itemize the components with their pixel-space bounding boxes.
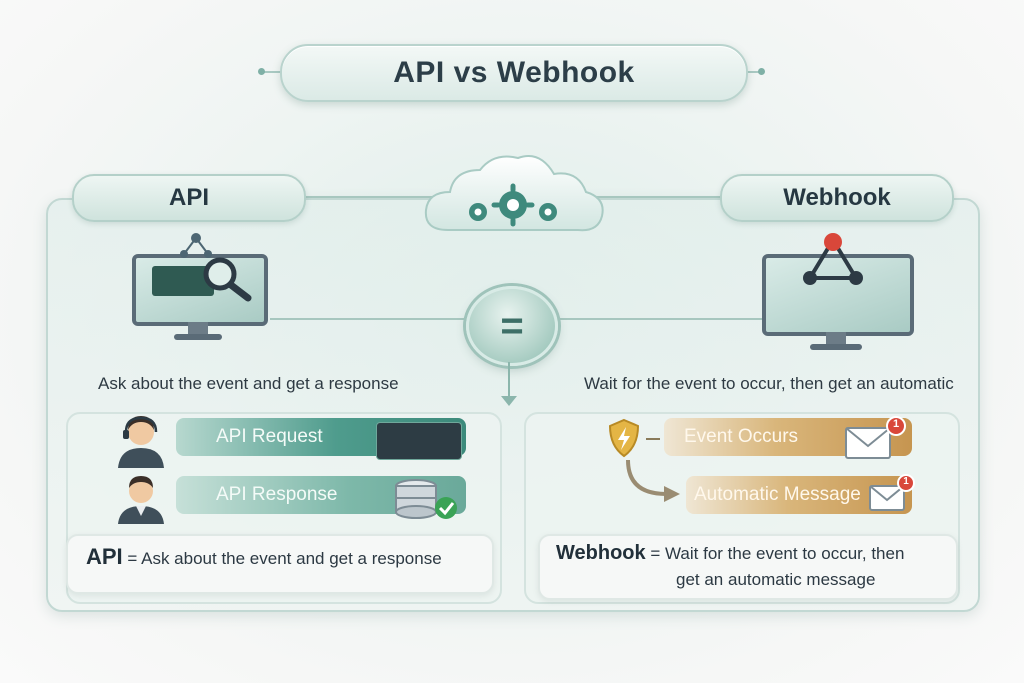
api-monitor-stand — [188, 322, 208, 334]
api-summary-definition: = Ask about the event and get a response — [122, 549, 442, 568]
network-line-left-mid — [270, 318, 466, 320]
shield-dash — [646, 438, 660, 440]
api-summary-box — [66, 534, 494, 594]
api-request-label: API Request — [216, 426, 323, 447]
api-monitor — [132, 254, 268, 346]
webhook-tab-label: Webhook — [783, 184, 891, 211]
webhook-summary-definition-1: = Wait for the event to occur, then — [645, 544, 905, 563]
code-snippet — [376, 422, 462, 460]
shield-lightning-icon — [608, 418, 640, 458]
curved-arrow-icon — [626, 460, 680, 502]
center-connector — [508, 362, 510, 396]
equals-symbol: = — [466, 286, 558, 366]
network-line-left-top — [300, 196, 440, 198]
down-arrow-icon — [501, 396, 517, 406]
webhook-monitor — [762, 254, 922, 354]
api-summary-term: API — [86, 544, 123, 569]
webhook-caption: Wait for the event to occur, then get an… — [584, 374, 954, 393]
envelope-icon — [869, 474, 915, 511]
equals-text: = — [500, 303, 524, 348]
api-tab: API — [72, 174, 306, 222]
automatic-message-label: Automatic Message — [694, 484, 861, 505]
code-window — [152, 266, 214, 296]
webhook-summary: Webhook = Wait for the event to occur, t… — [556, 542, 904, 565]
webhook-summary-box — [538, 534, 958, 600]
api-summary: API = Ask about the event and get a resp… — [86, 544, 442, 570]
database-check-icon — [395, 479, 457, 519]
api-response-label: API Response — [216, 484, 338, 505]
title-line-left — [262, 71, 282, 73]
page-title: API vs Webhook — [393, 56, 635, 89]
webhook-summary-term: Webhook — [556, 542, 646, 564]
event-badge-count: 1 — [892, 418, 900, 430]
operator-avatar-icon — [118, 416, 164, 468]
webhook-summary-definition-2: get an automatic message — [676, 570, 876, 589]
magnifier-icon — [203, 257, 252, 302]
cloud-gears-icon — [424, 155, 604, 232]
webhook-monitor-base — [810, 344, 862, 350]
title-banner: API vs Webhook — [280, 44, 748, 102]
user-avatar-icon — [118, 476, 164, 524]
webhook-monitor-stand — [826, 332, 846, 344]
title-dot-right — [758, 68, 765, 75]
network-line-right-top — [590, 196, 725, 198]
webhook-icon — [803, 233, 863, 285]
network-line-right-mid — [556, 318, 762, 320]
message-badge-count: 1 — [903, 476, 909, 487]
api-monitor-base — [174, 334, 222, 340]
network-node-icon — [180, 233, 212, 258]
api-caption: Ask about the event and get a response — [98, 374, 399, 393]
title-line-right — [742, 71, 764, 73]
envelope-icon — [845, 416, 906, 459]
api-tab-label: API — [168, 184, 209, 211]
event-occurs-label: Event Occurs — [684, 426, 799, 447]
title-dot-left — [258, 68, 265, 75]
webhook-tab: Webhook — [720, 174, 954, 222]
